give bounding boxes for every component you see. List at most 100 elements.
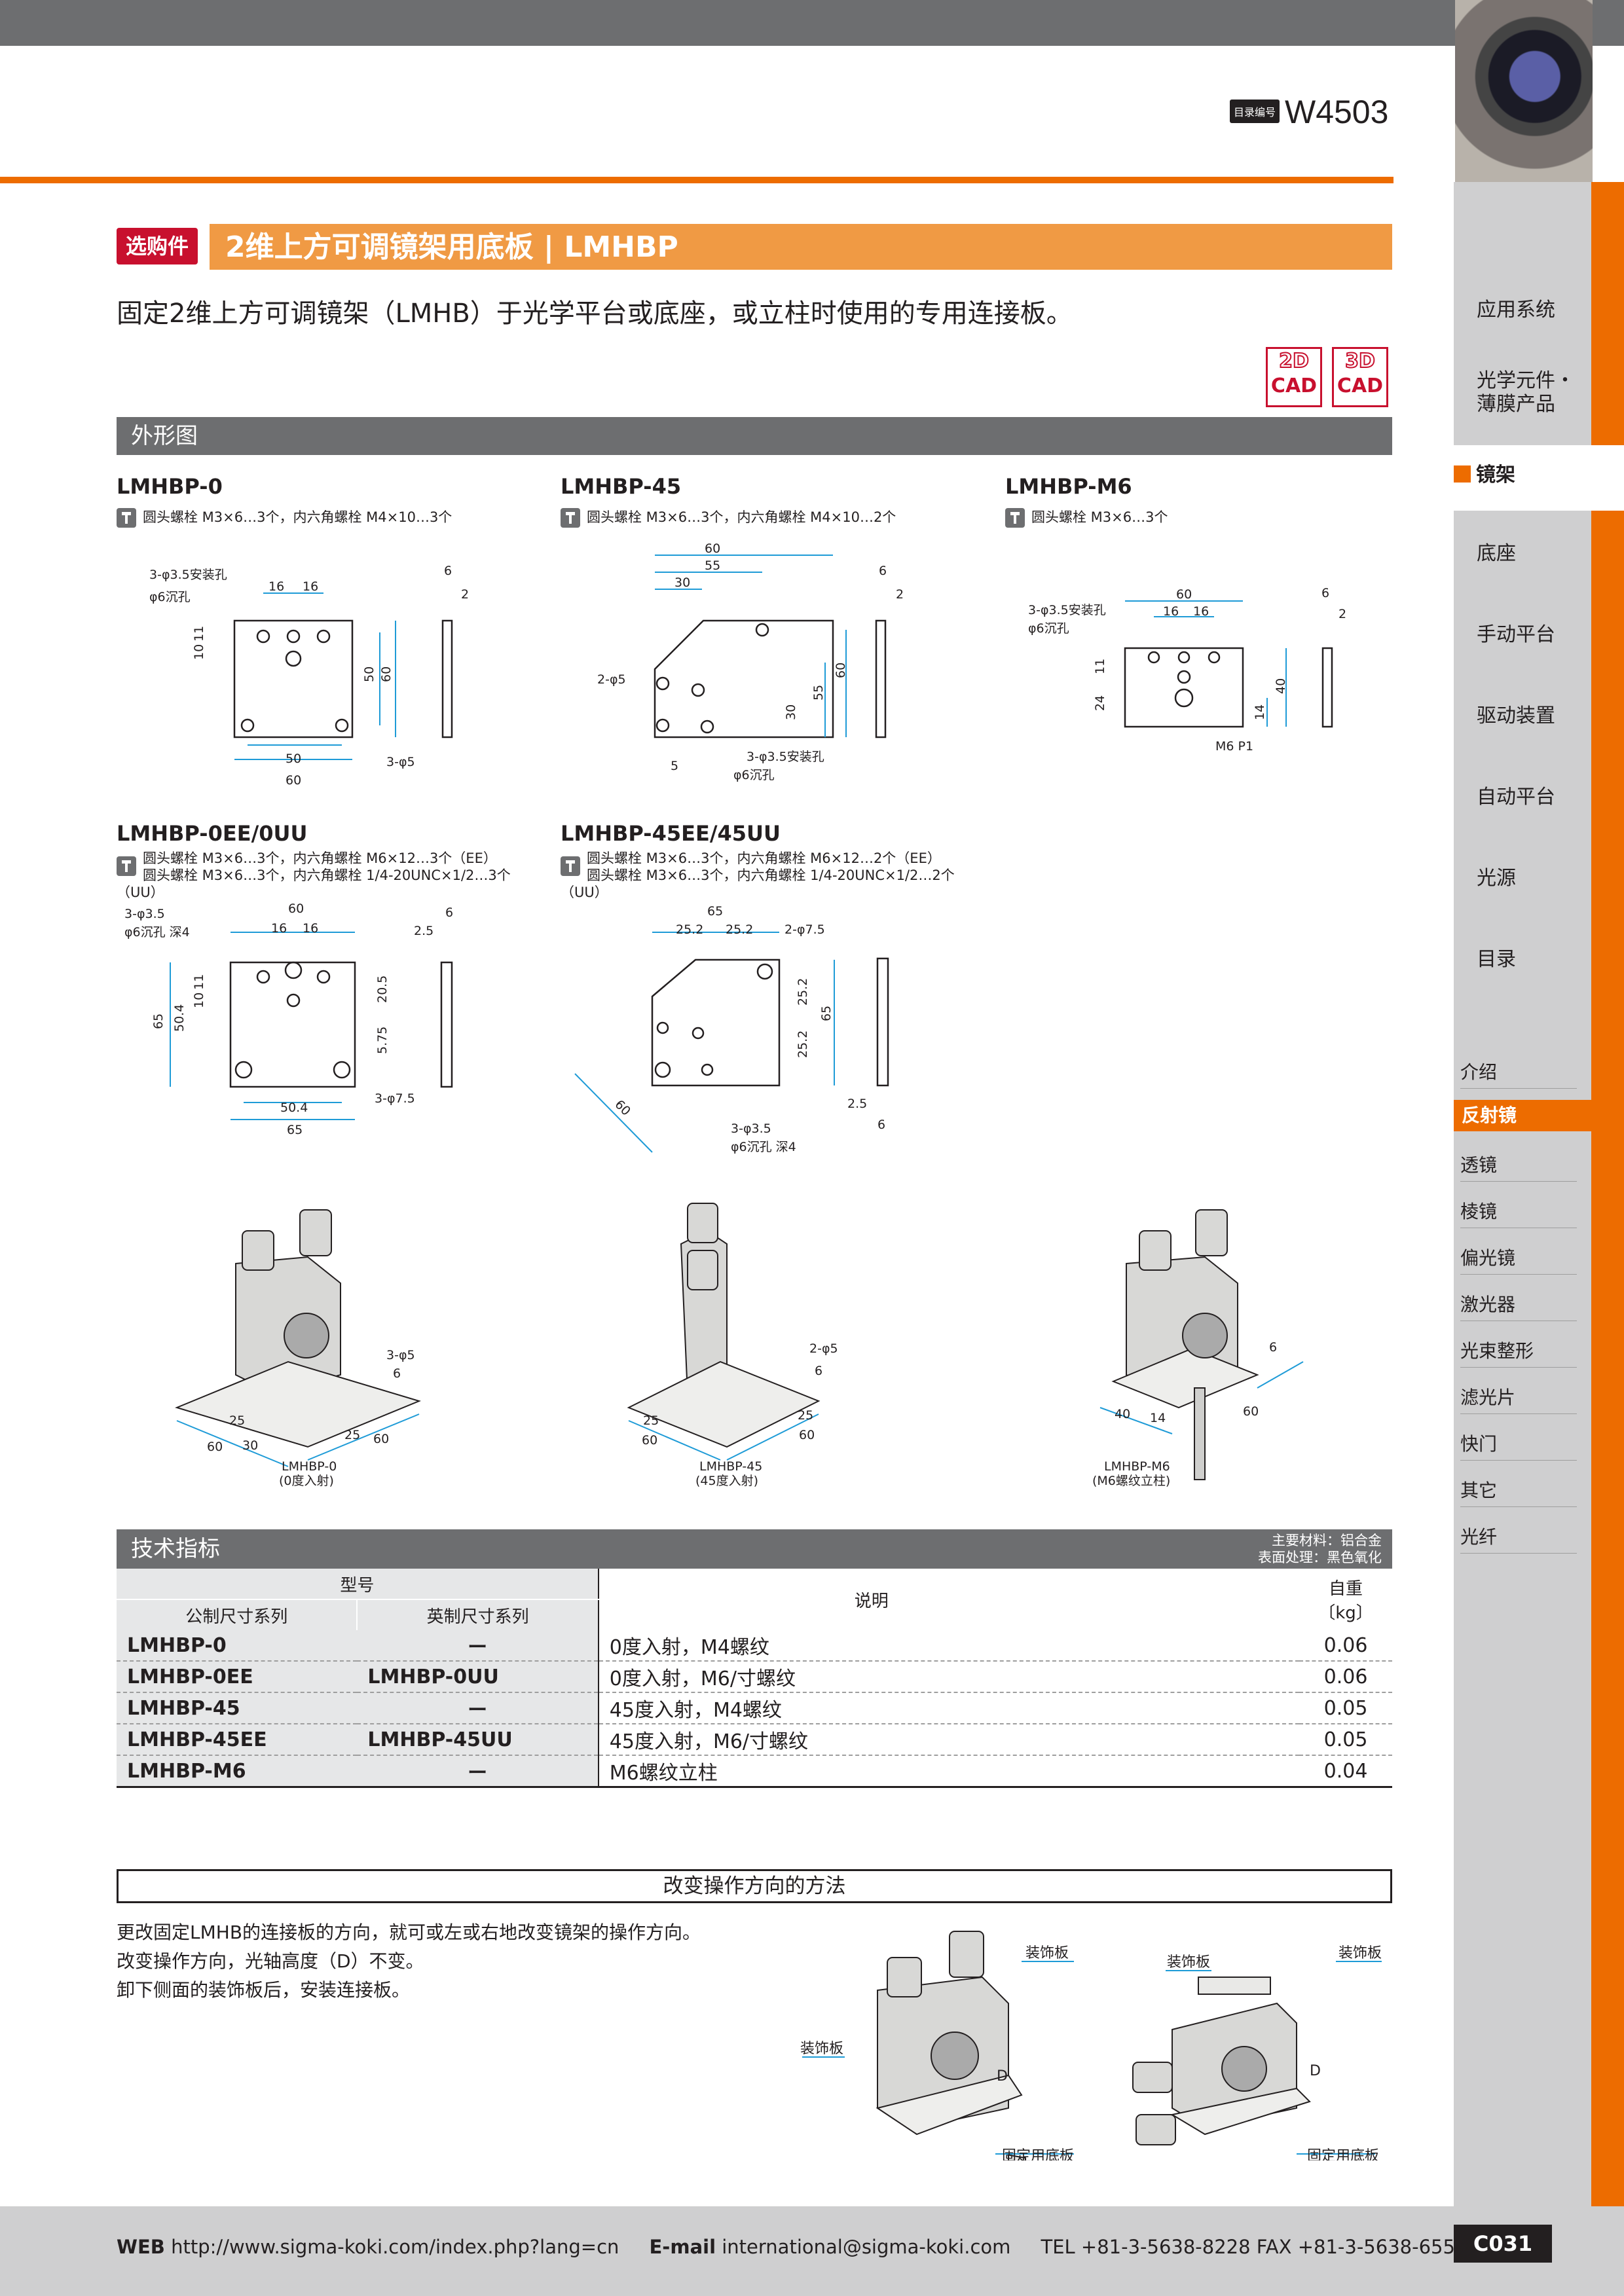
dim-45ee-252b: 25.2: [726, 922, 753, 937]
dim-45ee-6: 6: [877, 1118, 885, 1132]
sub-item-shutters[interactable]: 快门: [1460, 1430, 1577, 1461]
cell-inch: ー: [357, 1630, 599, 1662]
cell-desc: 0度入射，M6/寸螺纹: [598, 1661, 1300, 1693]
nav-item-manual-stages[interactable]: 手动平台: [1477, 623, 1555, 646]
iso-m6-caption1: LMHBP-M6: [1104, 1459, 1170, 1474]
drawing-title-45: LMHBP-45: [561, 474, 682, 499]
sub-item-others[interactable]: 其它: [1460, 1476, 1577, 1507]
cad-2d-bottom: CAD: [1270, 374, 1318, 397]
dim-0ee-205: 20.5: [375, 975, 390, 1003]
label-deco-1: 装饰板: [1025, 1945, 1069, 1961]
iso-0-holes: 3-φ5: [386, 1348, 415, 1362]
sub-item-filters[interactable]: 滤光片: [1460, 1383, 1577, 1414]
side-nav-orange-strip: [1591, 182, 1624, 2206]
nav-item-light-sources[interactable]: 光源: [1477, 867, 1516, 890]
sub-item-lasers[interactable]: 激光器: [1460, 1290, 1577, 1321]
nav-item-mounts-label: 镜架: [1476, 464, 1515, 486]
dim-45ee-252v2: 25.2: [796, 1030, 810, 1058]
dim-45ee-65v: 65: [819, 1006, 834, 1021]
section-drawings: 外形图: [117, 417, 1392, 455]
footer-email[interactable]: international@sigma-koki.com: [722, 2236, 1011, 2258]
dim-0ee-holes: 3-φ7.5: [375, 1091, 415, 1106]
nav-item-actuators[interactable]: 驱动装置: [1477, 704, 1555, 727]
th-desc: 说明: [598, 1569, 1300, 1630]
th-weight-unit: 〔kg〕: [1318, 1603, 1373, 1623]
dim-45ee-252v1: 25.2: [796, 978, 810, 1006]
iso-0-30: 30: [242, 1438, 258, 1453]
dim-m6-6: 6: [1321, 586, 1329, 600]
dim-0ee-65: 65: [287, 1123, 303, 1137]
nav-item-motorized-stages[interactable]: 自动平台: [1477, 786, 1555, 809]
table-row: LMHBP-0EE LMHBP-0UU 0度入射，M6/寸螺纹 0.06: [117, 1661, 1392, 1693]
iso-0-25: 25: [229, 1413, 245, 1428]
drawing-note-0ee-line2: 圆头螺栓 M3×6…3个，内六角螺栓 1/4-20UNC×1/2…3个（UU）: [117, 867, 511, 900]
iso-m6-caption2: (M6螺纹立柱): [1092, 1474, 1170, 1488]
spec-table: 型号 说明 自重 〔kg〕 公制尺寸系列 英制尺寸系列 LMHBP-0 ー 0度…: [117, 1569, 1392, 1788]
nav-item-mounts[interactable]: 镜架: [1454, 458, 1515, 487]
cell-weight: 0.05: [1299, 1724, 1392, 1756]
th-metric: 公制尺寸系列: [117, 1599, 358, 1630]
dim-m6-60: 60: [1176, 587, 1192, 602]
screw-icon: [117, 856, 136, 876]
drawing-title-45ee: LMHBP-45EE/45UU: [561, 821, 781, 846]
label-deco-3: 装饰板: [1167, 1954, 1210, 1971]
drawing-note-0ee: 圆头螺栓 M3×6…3个，内六角螺栓 M6×12…3个（EE） 圆头螺栓 M3×…: [117, 850, 532, 901]
cell-desc: 45度入射，M6/寸螺纹: [598, 1724, 1300, 1756]
section-specs: 技术指标: [117, 1529, 1392, 1569]
method-line-2: 改变操作方向，光轴高度（D）不变。: [117, 1950, 424, 1972]
table-row: LMHBP-45 ー 45度入射，M4螺纹 0.05: [117, 1692, 1392, 1724]
cad-2d-icon[interactable]: 2D CAD: [1266, 347, 1322, 407]
page-number: C031: [1454, 2225, 1552, 2263]
nav-item-optics[interactable]: 光学元件・薄膜产品: [1477, 369, 1575, 416]
header-rule: [0, 177, 1393, 183]
footer-web-url[interactable]: http://www.sigma-koki.com/index.php?lang…: [171, 2236, 619, 2258]
nav-item-bases[interactable]: 底座: [1477, 542, 1516, 565]
drawing-note-45: 圆头螺栓 M3×6…3个，内六角螺栓 M4×10…2个: [561, 507, 896, 528]
label-base-2: 固定用底板: [1307, 2148, 1379, 2160]
dim-0-6: 6: [444, 564, 452, 578]
dim-45-60v: 60: [834, 663, 848, 678]
label-base-1: 固定用底板: [1002, 2148, 1074, 2160]
dim-45ee-cbore: φ6沉孔 深4: [731, 1140, 796, 1154]
nav-active-band: [1454, 445, 1624, 511]
sub-item-fibers[interactable]: 光纤: [1460, 1523, 1577, 1554]
iso-45-caption1: LMHBP-45: [699, 1459, 762, 1474]
dim-0-60v: 60: [379, 666, 394, 682]
sub-item-intro[interactable]: 介绍: [1460, 1058, 1577, 1089]
cad-3d-icon[interactable]: 3D CAD: [1332, 347, 1388, 407]
cell-weight: 0.05: [1299, 1692, 1392, 1724]
cell-inch: ー: [357, 1692, 599, 1724]
cad-3d-top: 3D: [1344, 349, 1376, 373]
cell-metric: LMHBP-0EE: [117, 1661, 358, 1693]
footer-web-label: WEB: [117, 2236, 165, 2258]
dim-0ee-65v: 65: [151, 1013, 166, 1029]
dim-0ee-504: 50.4: [280, 1101, 308, 1115]
specs-title: 技术指标: [131, 1536, 220, 1562]
th-weight-label: 自重: [1329, 1579, 1363, 1599]
dim-45-60: 60: [705, 541, 720, 556]
sub-item-polarizers[interactable]: 偏光镜: [1460, 1244, 1577, 1275]
table-row: LMHBP-M6 ー M6螺纹立柱 0.04: [117, 1755, 1392, 1788]
iso-0-60: 60: [207, 1440, 223, 1454]
iso-m6-6: 6: [1269, 1340, 1277, 1355]
dim-45-6: 6: [879, 564, 887, 578]
cell-metric: LMHBP-45EE: [117, 1724, 358, 1756]
dim-45-hole: 3-φ3.5安装孔: [747, 750, 824, 764]
dim-m6-14: 14: [1253, 704, 1267, 720]
footer-bar: [0, 2206, 1624, 2296]
sub-item-beam-shaping[interactable]: 光束整形: [1460, 1337, 1577, 1368]
iso-m6-60: 60: [1243, 1404, 1259, 1419]
screw-icon: [117, 508, 136, 528]
nav-item-index[interactable]: 目录: [1477, 948, 1516, 971]
sub-item-prisms[interactable]: 棱镜: [1460, 1197, 1577, 1228]
cad-3d-bottom: CAD: [1337, 374, 1384, 397]
cell-metric: LMHBP-45: [117, 1692, 358, 1724]
sub-item-mirrors[interactable]: 反射镜: [1454, 1100, 1591, 1131]
sub-item-lenses[interactable]: 透镜: [1460, 1151, 1577, 1182]
product-photo: [1455, 0, 1593, 182]
dim-0ee-hole: 3-φ3.5: [124, 907, 165, 921]
footer-curve: [0, 2160, 1454, 2206]
nav-item-systems[interactable]: 应用系统: [1477, 299, 1555, 321]
dim-m6-2: 2: [1338, 607, 1346, 621]
dim-0ee-16b: 16: [303, 921, 318, 936]
